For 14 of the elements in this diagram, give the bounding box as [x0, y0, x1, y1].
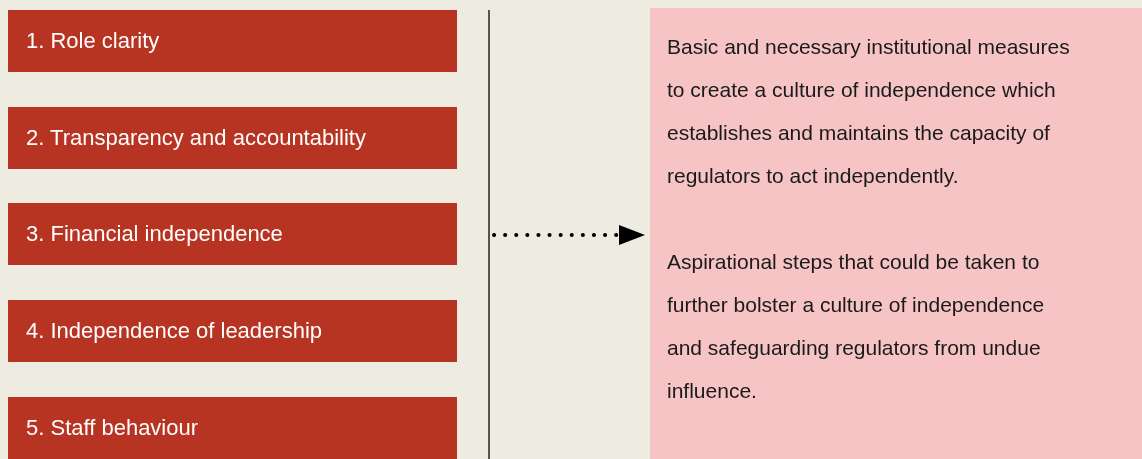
category-label: 3. Financial independence — [26, 221, 283, 247]
category-label: 2. Transparency and accountability — [26, 125, 366, 151]
category-box — [8, 397, 457, 459]
category-label: 5. Staff behaviour — [26, 415, 199, 441]
description-text: Aspirational steps that could be taken to further bolster a culture of independence and safeguarding regulators from undue influence. — [667, 249, 1046, 404]
category-box — [8, 300, 457, 362]
category-label: 4. Independence of leadership — [26, 318, 322, 344]
description-text: Basic and necessary institutional measures to create a culture of independence which establishes and maintains the capacity of regulators to act independently. — [667, 34, 1071, 189]
category-box — [8, 203, 457, 265]
category-label: 1. Role clarity — [26, 28, 160, 54]
category-box — [8, 107, 457, 169]
arrow — [492, 225, 647, 245]
description-panel — [650, 8, 1142, 459]
category-box — [8, 10, 457, 72]
